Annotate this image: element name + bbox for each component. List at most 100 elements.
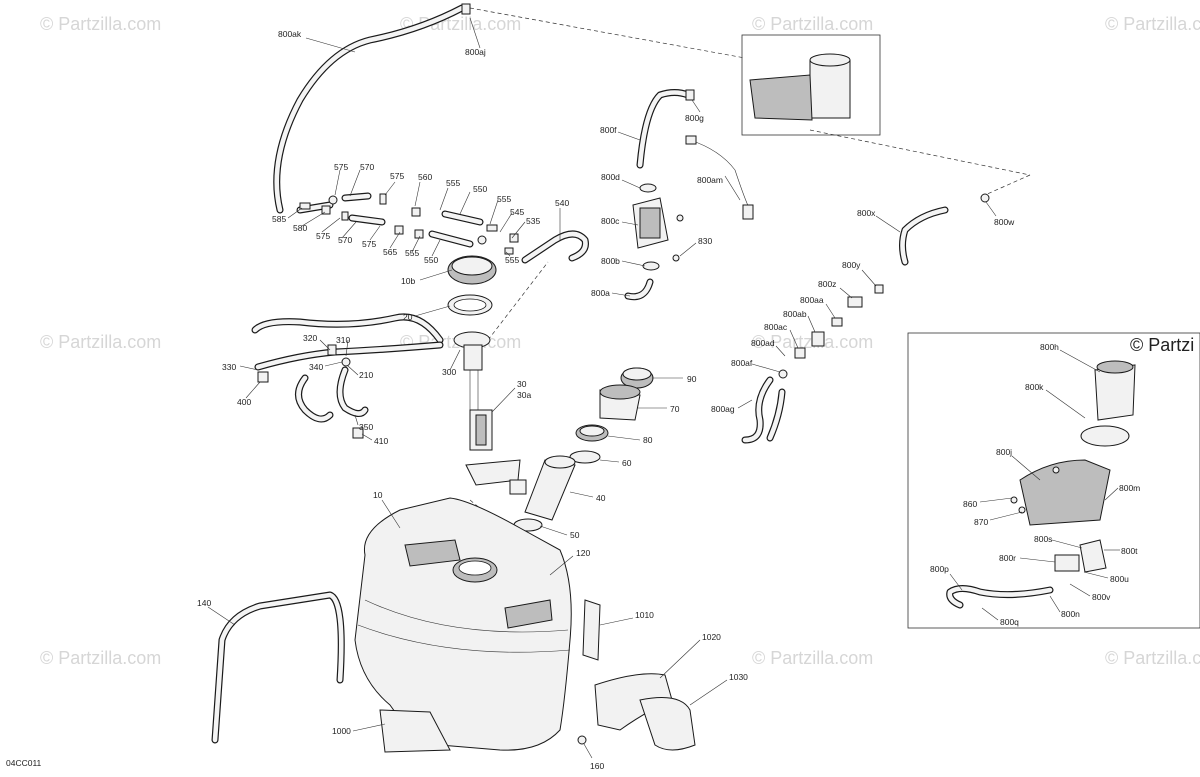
callout-800ac: 800ac — [764, 322, 788, 332]
callout-70: 70 — [670, 404, 680, 414]
callout-800d: 800d — [601, 172, 620, 182]
callout-20: 20 — [403, 312, 413, 322]
fuel-tank-10 — [354, 497, 572, 751]
fuel-pump-module-30 — [453, 331, 527, 495]
callout-800ak: 800ak — [278, 29, 302, 39]
callout-860: 860 — [963, 499, 977, 509]
callout-300: 300 — [442, 367, 456, 377]
hose-800x — [899, 193, 990, 266]
callout-560: 560 — [418, 172, 432, 182]
callout-800u: 800u — [1110, 574, 1129, 584]
clamp-800b — [642, 261, 660, 271]
callout-800aa: 800aa — [800, 295, 824, 305]
harness-800am — [685, 135, 754, 220]
callout-540: 540 — [555, 198, 569, 208]
callout-800ad: 800ad — [751, 338, 775, 348]
vent-hose-800ak — [273, 3, 471, 214]
callout-800n: 800n — [1061, 609, 1080, 619]
callout-550: 550 — [424, 255, 438, 265]
callout-800z: 800z — [818, 279, 836, 289]
callout-870: 870 — [974, 517, 988, 527]
hose-540 — [521, 230, 589, 264]
filler-hose-40 — [524, 455, 576, 521]
watermark: © Partzilla.com — [1105, 648, 1200, 668]
callout-550: 550 — [473, 184, 487, 194]
callout-800x: 800x — [857, 208, 876, 218]
callout-555: 555 — [405, 248, 419, 258]
callout-310: 310 — [336, 335, 350, 345]
callout-30: 30 — [517, 379, 527, 389]
callout-575: 575 — [362, 239, 376, 249]
vent-fittings-lower-row — [321, 205, 514, 255]
watermark: © Partzilla.com — [752, 14, 873, 34]
callout-210: 210 — [359, 370, 373, 380]
callout-580: 580 — [293, 223, 307, 233]
filler-neck-70 — [599, 384, 641, 421]
callout-410: 410 — [374, 436, 388, 446]
hose-800a — [624, 278, 654, 301]
callout-1020: 1020 — [702, 632, 721, 642]
shield-1030 — [639, 697, 696, 751]
callout-340: 340 — [309, 362, 323, 372]
vent-fittings-upper-row — [296, 192, 519, 243]
callout-575: 575 — [390, 171, 404, 181]
watermark: © Partzilla.com — [1105, 14, 1200, 34]
canister-detail-box — [907, 332, 1200, 629]
callout-565: 565 — [383, 247, 397, 257]
tank-strap-140 — [211, 591, 345, 744]
callout-555: 555 — [497, 194, 511, 204]
callout-90: 90 — [687, 374, 697, 384]
callout-60: 60 — [622, 458, 632, 468]
shield-1010 — [582, 599, 601, 661]
callout-10b: 10b — [401, 276, 415, 286]
callout-800c: 800c — [601, 216, 620, 226]
callout-800ab: 800ab — [783, 309, 807, 319]
callout-570: 570 — [338, 235, 352, 245]
callout-800j: 800j — [996, 447, 1012, 457]
diagram-code: 04CC011 — [6, 758, 42, 768]
bolt-830 — [672, 214, 684, 262]
evap-detail-box — [741, 34, 881, 136]
fittings-800y-800ad — [778, 284, 884, 379]
callout-800r: 800r — [999, 553, 1016, 563]
callout-10: 10 — [373, 490, 383, 500]
callout-800t: 800t — [1121, 546, 1138, 556]
callout-120: 120 — [576, 548, 590, 558]
callout-555: 555 — [505, 255, 519, 265]
callout-800am: 800am — [697, 175, 723, 185]
callout-140: 140 — [197, 598, 211, 608]
callout-800m: 800m — [1119, 483, 1140, 493]
callout-800p: 800p — [930, 564, 949, 574]
ring-80 — [575, 424, 609, 442]
callout-800h: 800h — [1040, 342, 1059, 352]
callout-1010: 1010 — [635, 610, 654, 620]
callout-400: 400 — [237, 397, 251, 407]
lock-ring-10b — [447, 255, 497, 285]
callout-80: 80 — [643, 435, 653, 445]
callout-330: 330 — [222, 362, 236, 372]
callout-800aj: 800aj — [465, 47, 486, 57]
callout-50: 50 — [570, 530, 580, 540]
callout-320: 320 — [303, 333, 317, 343]
callout-800g: 800g — [685, 113, 704, 123]
shield-1000 — [379, 709, 451, 753]
callout-585: 585 — [272, 214, 286, 224]
watermark: © Partzilla.com — [40, 332, 161, 352]
callout-800s: 800s — [1034, 534, 1052, 544]
watermark: © Partzilla.com — [40, 648, 161, 668]
callout-800b: 800b — [601, 256, 620, 266]
callout-160: 160 — [590, 761, 604, 771]
valve-800c — [632, 197, 669, 249]
gasket-20 — [447, 294, 493, 316]
callout-800af: 800af — [731, 358, 753, 368]
watermark: © Partzilla.com — [40, 14, 161, 34]
callout-535: 535 — [526, 216, 540, 226]
callout-800w: 800w — [994, 217, 1015, 227]
callout-40: 40 — [596, 493, 606, 503]
dashed-guides — [469, 7, 1031, 526]
watermark: © Partzilla.com — [752, 648, 873, 668]
callout-800f: 800f — [600, 125, 617, 135]
hose-800f — [636, 89, 695, 169]
callout-800ag: 800ag — [711, 404, 735, 414]
